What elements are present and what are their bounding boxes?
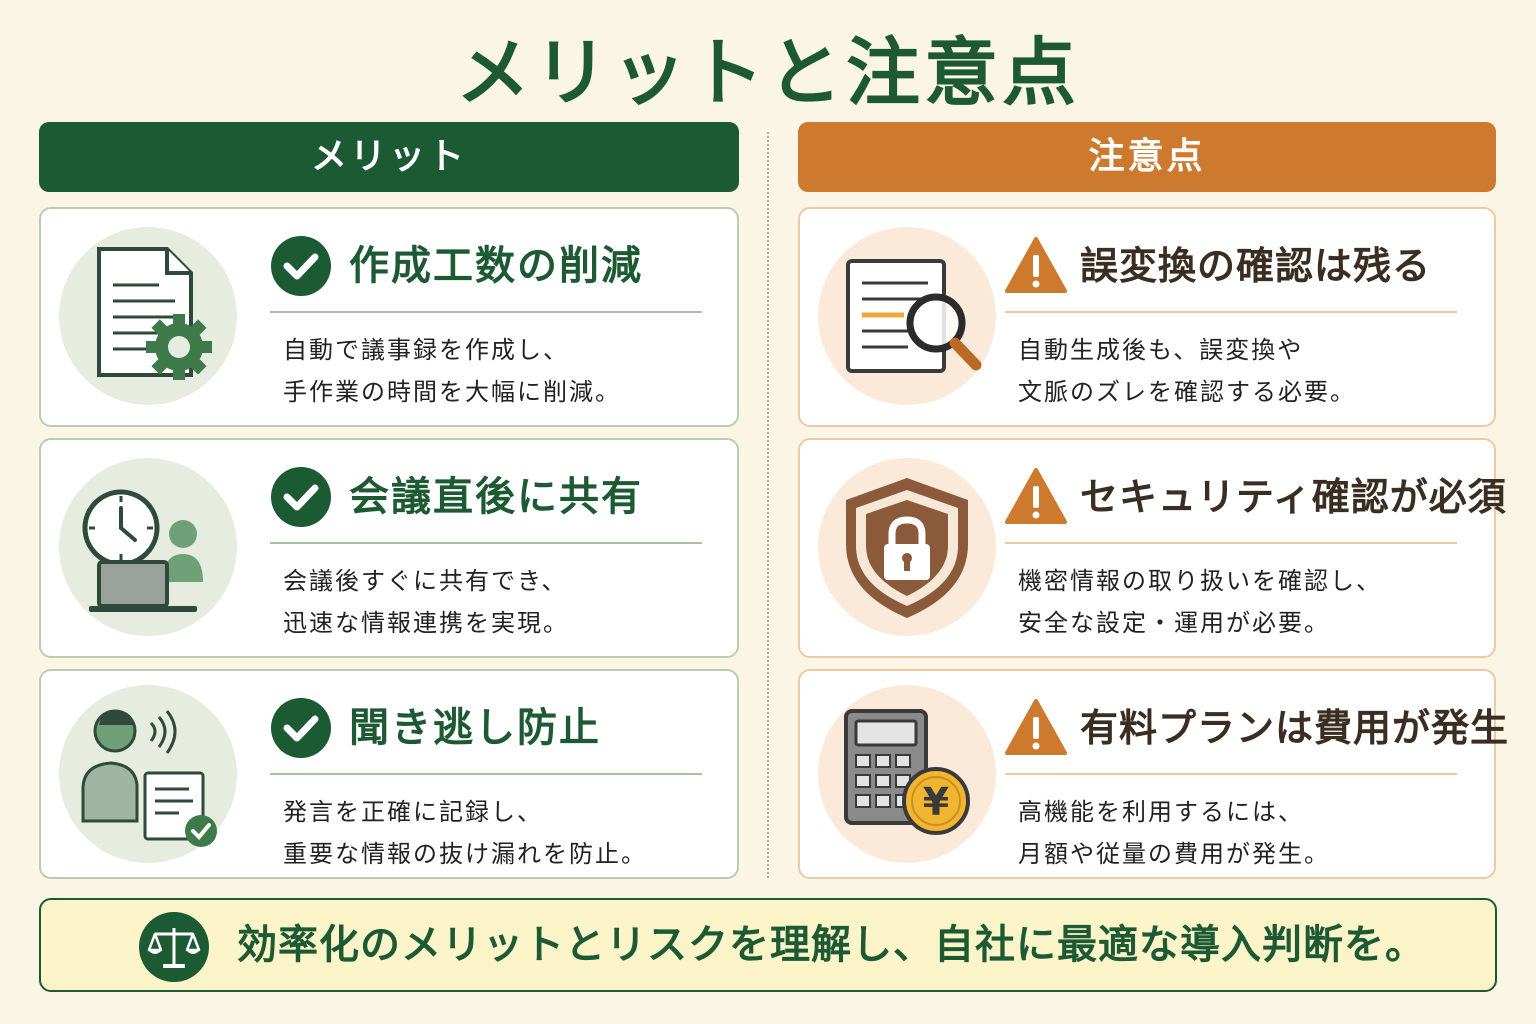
description-line: 手作業の時間を大幅に削減。 (283, 378, 621, 406)
heading-rule (270, 773, 702, 775)
caution-header: 注意点 (798, 122, 1496, 192)
caution-description: 機密情報の取り扱いを確認し、 安全な設定・運用が必要。 (1018, 560, 1382, 644)
balance-scale-icon (139, 912, 209, 982)
check-icon (271, 698, 331, 758)
description-line: 迅速な情報連携を実現。 (283, 609, 569, 637)
caution-card-security: セキュリティ確認が必須 機密情報の取り扱いを確認し、 安全な設定・運用が必要。 (798, 438, 1506, 658)
caution-description: 自動生成後も、誤変換や 文脈のズレを確認する必要。 (1018, 329, 1356, 413)
description-line: 機密情報の取り扱いを確認し、 (1018, 567, 1382, 595)
caution-heading: 誤変換の確認は残る (1080, 244, 1432, 288)
heading-rule (270, 542, 702, 544)
summary-banner: 効率化のメリットとリスクを理解し、自社に最適な導入判断を。 (39, 898, 1497, 992)
description-line: 重要な情報の抜け漏れを防止。 (283, 840, 647, 868)
document-gear-icon (59, 227, 237, 405)
summary-text: 効率化のメリットとリスクを理解し、自社に最適な導入判断を。 (237, 922, 1426, 968)
description-line: 文脈のズレを確認する必要。 (1018, 378, 1356, 406)
heading-rule (1005, 542, 1457, 544)
merit-heading: 作成工数の削減 (349, 243, 643, 289)
description-line: 安全な設定・運用が必要。 (1018, 609, 1330, 637)
clock-laptop-person-icon (59, 458, 237, 636)
shield-lock-icon (818, 458, 996, 636)
check-icon (271, 236, 331, 296)
merit-description: 会議後すぐに共有でき、 迅速な情報連携を実現。 (283, 560, 569, 644)
caution-heading: セキュリティ確認が必須 (1080, 475, 1507, 519)
description-line: 高機能を利用するには、 (1018, 798, 1304, 826)
merit-heading: 会議直後に共有 (349, 474, 643, 520)
description-line: 自動で議事録を作成し、 (283, 336, 569, 364)
merit-description: 自動で議事録を作成し、 手作業の時間を大幅に削減。 (283, 329, 621, 413)
document-magnifier-icon (818, 227, 996, 405)
merit-card-sharing: 会議直後に共有 会議後すぐに共有でき、 迅速な情報連携を実現。 (39, 438, 739, 658)
merit-header: メリット (39, 122, 739, 192)
description-line: 月額や従量の費用が発生。 (1018, 840, 1330, 868)
speaker-record-icon (59, 685, 237, 863)
description-line: 会議後すぐに共有でき、 (283, 567, 568, 595)
caution-card-cost: ¥ 有料プランは費用が発生 高機能を利用するには、 月額や従量の費用が発生。 (798, 669, 1508, 879)
heading-rule (270, 311, 702, 313)
description-line: 自動生成後も、誤変換や (1018, 336, 1304, 364)
merit-description: 発言を正確に記録し、 重要な情報の抜け漏れを防止。 (283, 791, 647, 875)
column-divider (767, 132, 769, 878)
check-icon (271, 467, 331, 527)
warning-icon (1005, 468, 1067, 524)
merit-card-workload: 作成工数の削減 自動で議事録を作成し、 手作業の時間を大幅に削減。 (39, 207, 739, 427)
warning-icon (1005, 237, 1067, 293)
heading-rule (1005, 773, 1457, 775)
calculator-yen-icon: ¥ (818, 685, 996, 863)
warning-icon (1005, 699, 1067, 755)
description-line: 発言を正確に記録し、 (283, 798, 543, 826)
yen-symbol: ¥ (923, 780, 949, 824)
caution-description: 高機能を利用するには、 月額や従量の費用が発生。 (1018, 791, 1330, 875)
caution-heading: 有料プランは費用が発生 (1080, 706, 1510, 750)
page-title: メリットと注意点 (456, 30, 1080, 116)
merit-card-no-miss: 聞き逃し防止 発言を正確に記録し、 重要な情報の抜け漏れを防止。 (39, 669, 739, 879)
merit-heading: 聞き逃し防止 (349, 705, 601, 751)
heading-rule (1005, 311, 1457, 313)
caution-card-conversion: 誤変換の確認は残る 自動生成後も、誤変換や 文脈のズレを確認する必要。 (798, 207, 1496, 427)
